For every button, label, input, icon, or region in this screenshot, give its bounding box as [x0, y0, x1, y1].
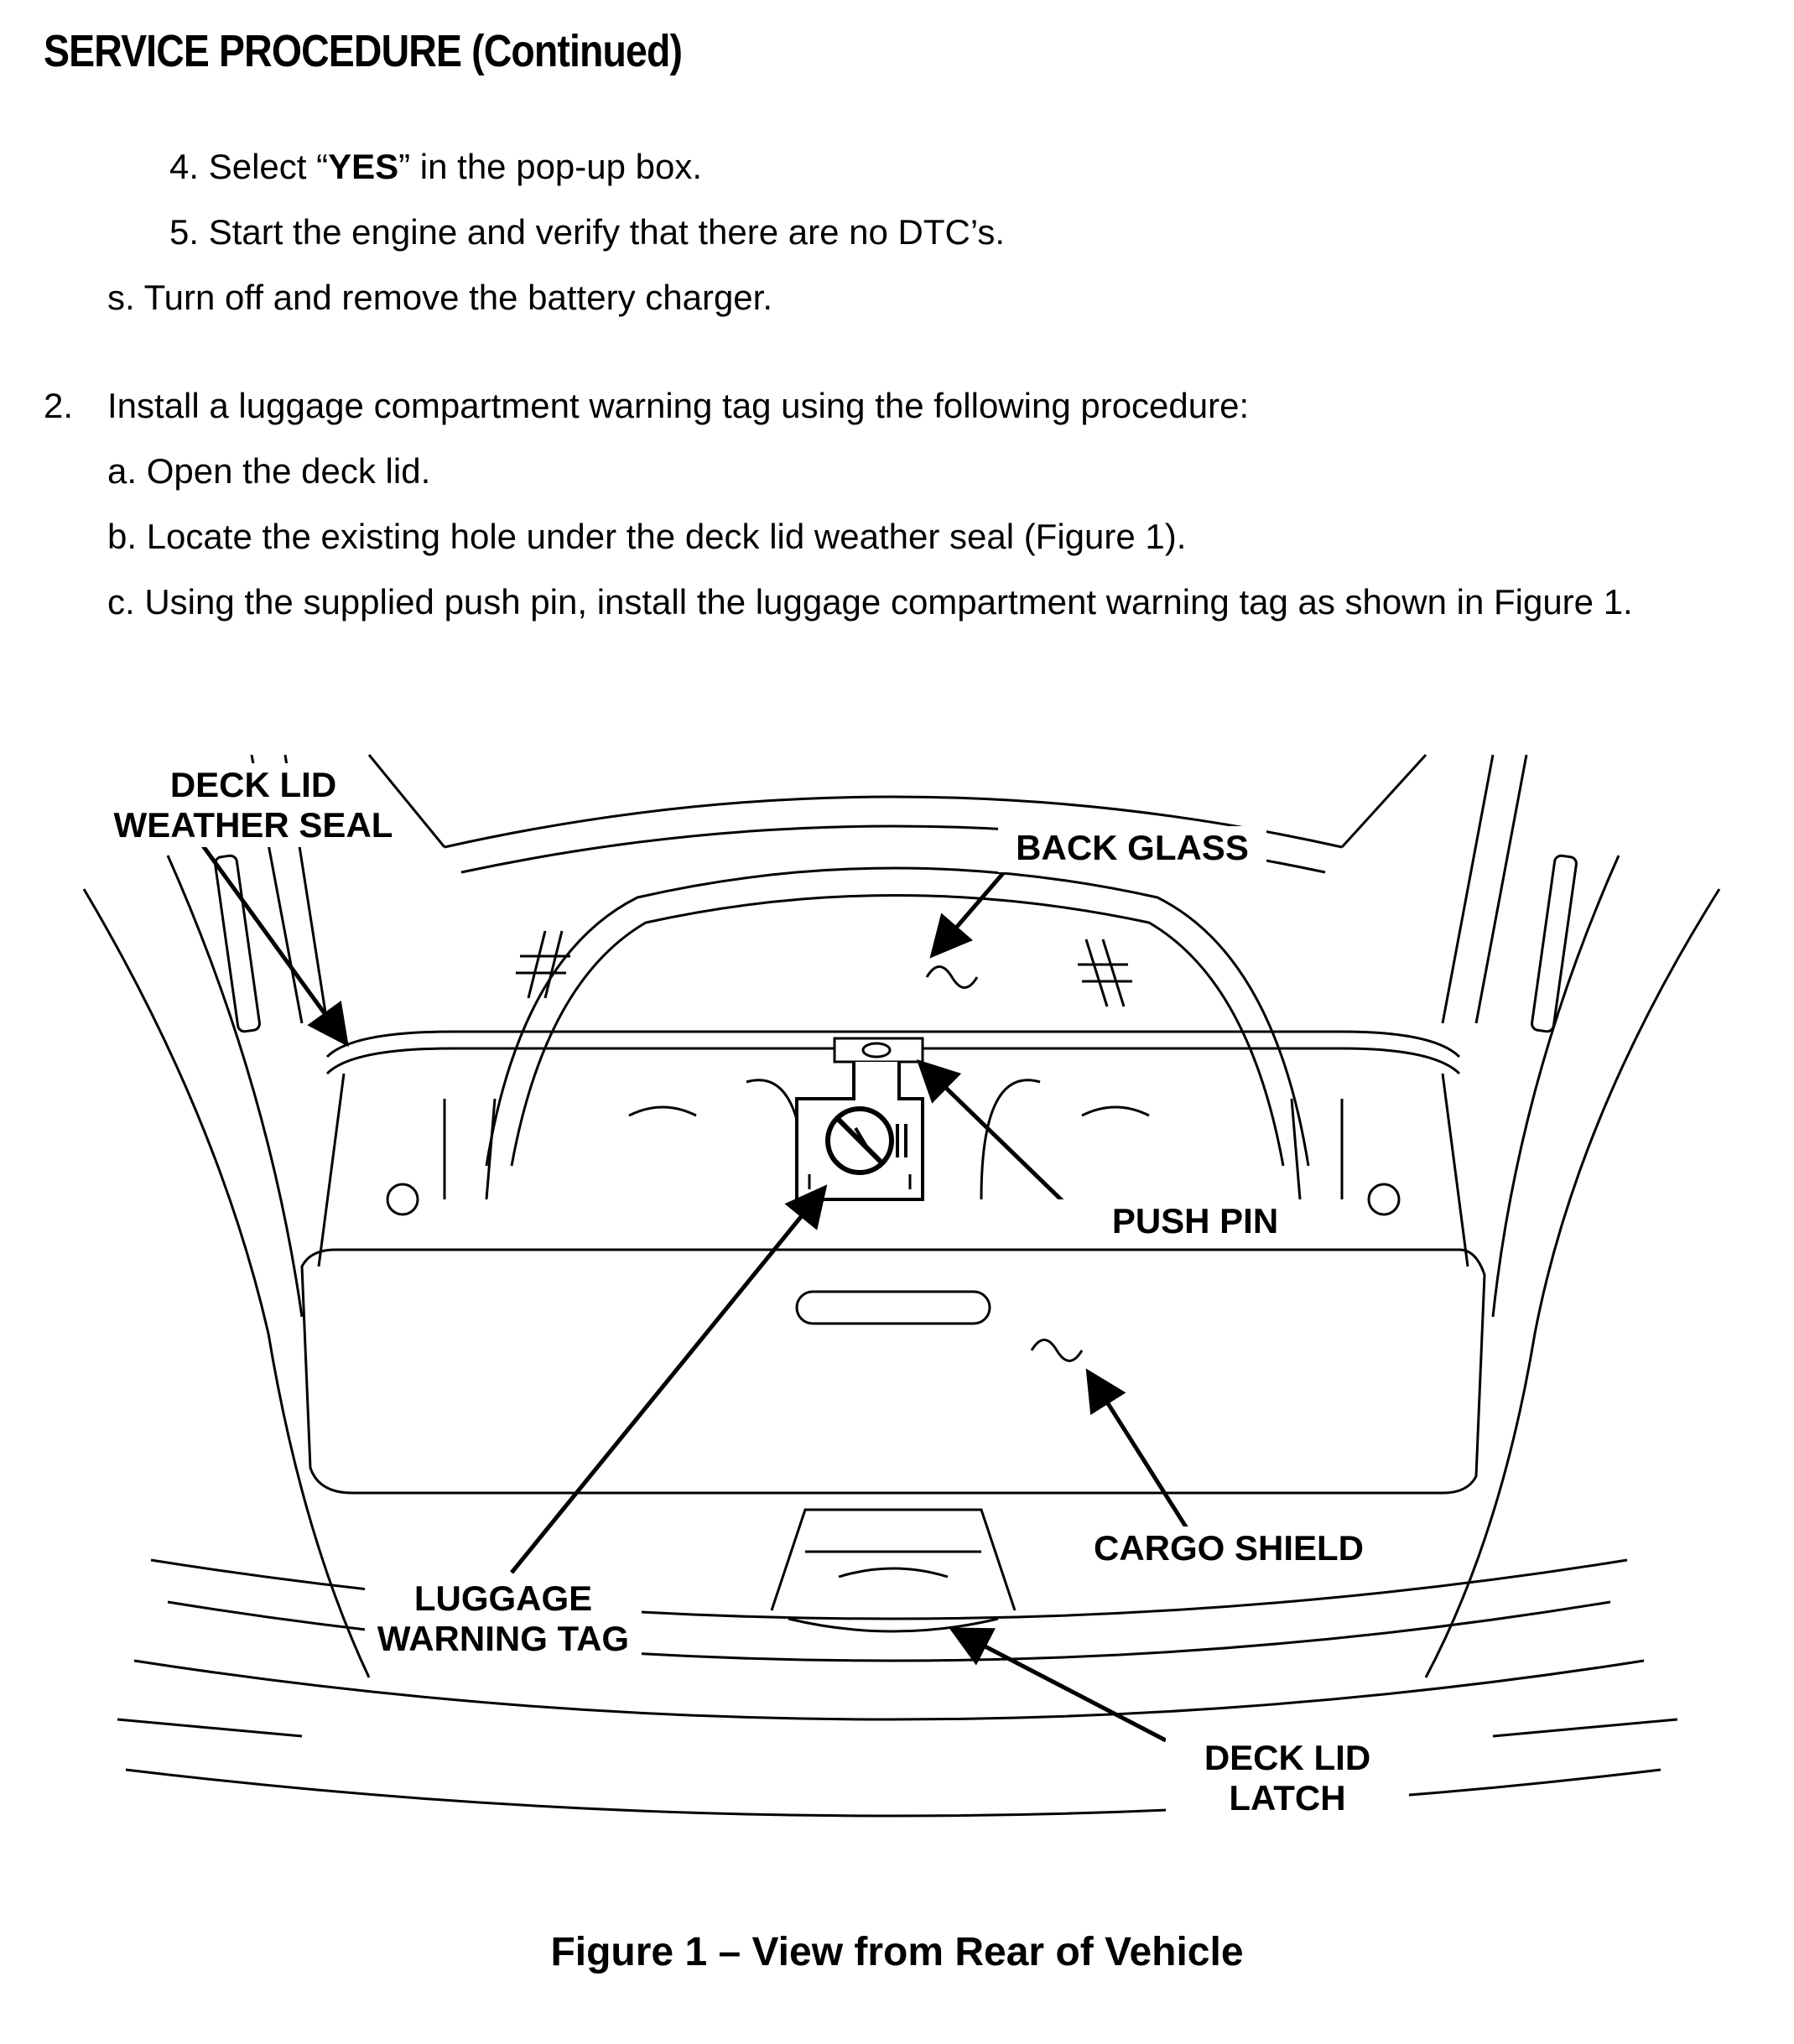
arrow-back-glass [929, 858, 1017, 959]
step-4-yes: YES [328, 147, 399, 186]
arrow-deck-lid-latch [949, 1627, 1167, 1743]
step-4-post: ” in the pop-up box. [398, 147, 703, 186]
label-deck-lid-latch-line2: LATCH [1229, 1778, 1345, 1818]
step-2b: b. Locate the existing hole under the de… [107, 517, 1187, 556]
figure-caption: Figure 1 – View from Rear of Vehicle [550, 1930, 1244, 1974]
vehicle-rear-illustration: DECK LID WEATHER SEAL BACK GLASS PUSH PI… [82, 753, 1721, 1820]
step-s: s. Turn off and remove the battery charg… [107, 278, 772, 317]
label-luggage-tag-line1: LUGGAGE [414, 1579, 592, 1618]
label-push-pin: PUSH PIN [1112, 1201, 1278, 1240]
label-weather-seal-line2: WEATHER SEAL [114, 805, 393, 845]
step-2-number: 2. [44, 386, 74, 425]
arrow-push-pin [916, 1059, 1067, 1205]
step-2-text: Install a luggage compartment warning ta… [107, 386, 1250, 425]
page-heading: SERVICE PROCEDURE (Continued) [44, 26, 683, 76]
label-deck-lid-latch-line1: DECK LID [1204, 1738, 1370, 1777]
step-2a: a. Open the deck lid. [107, 451, 431, 491]
label-cargo-shield: CARGO SHIELD [1094, 1528, 1364, 1568]
step-4-pre: 4. Select “ [169, 147, 329, 186]
arrow-cargo-shield [1085, 1368, 1193, 1537]
step-2c: c. Using the supplied push pin, install … [107, 582, 1633, 622]
leader-arrows [186, 824, 1193, 1743]
figure-1: DECK LID WEATHER SEAL BACK GLASS PUSH PI… [50, 730, 1736, 1854]
warning-tag-illustration [795, 1037, 924, 1201]
step-4: 4. Select “YES” in the pop-up box. [169, 147, 702, 187]
arrow-weather-seal [186, 824, 349, 1048]
label-weather-seal-line1: DECK LID [170, 765, 336, 804]
label-back-glass: BACK GLASS [1016, 828, 1249, 867]
vehicle-body-lines [82, 753, 1721, 1818]
arrow-luggage-tag [510, 1184, 828, 1574]
label-luggage-tag-line2: WARNING TAG [377, 1619, 629, 1658]
step-5: 5. Start the engine and verify that ther… [169, 212, 1006, 252]
